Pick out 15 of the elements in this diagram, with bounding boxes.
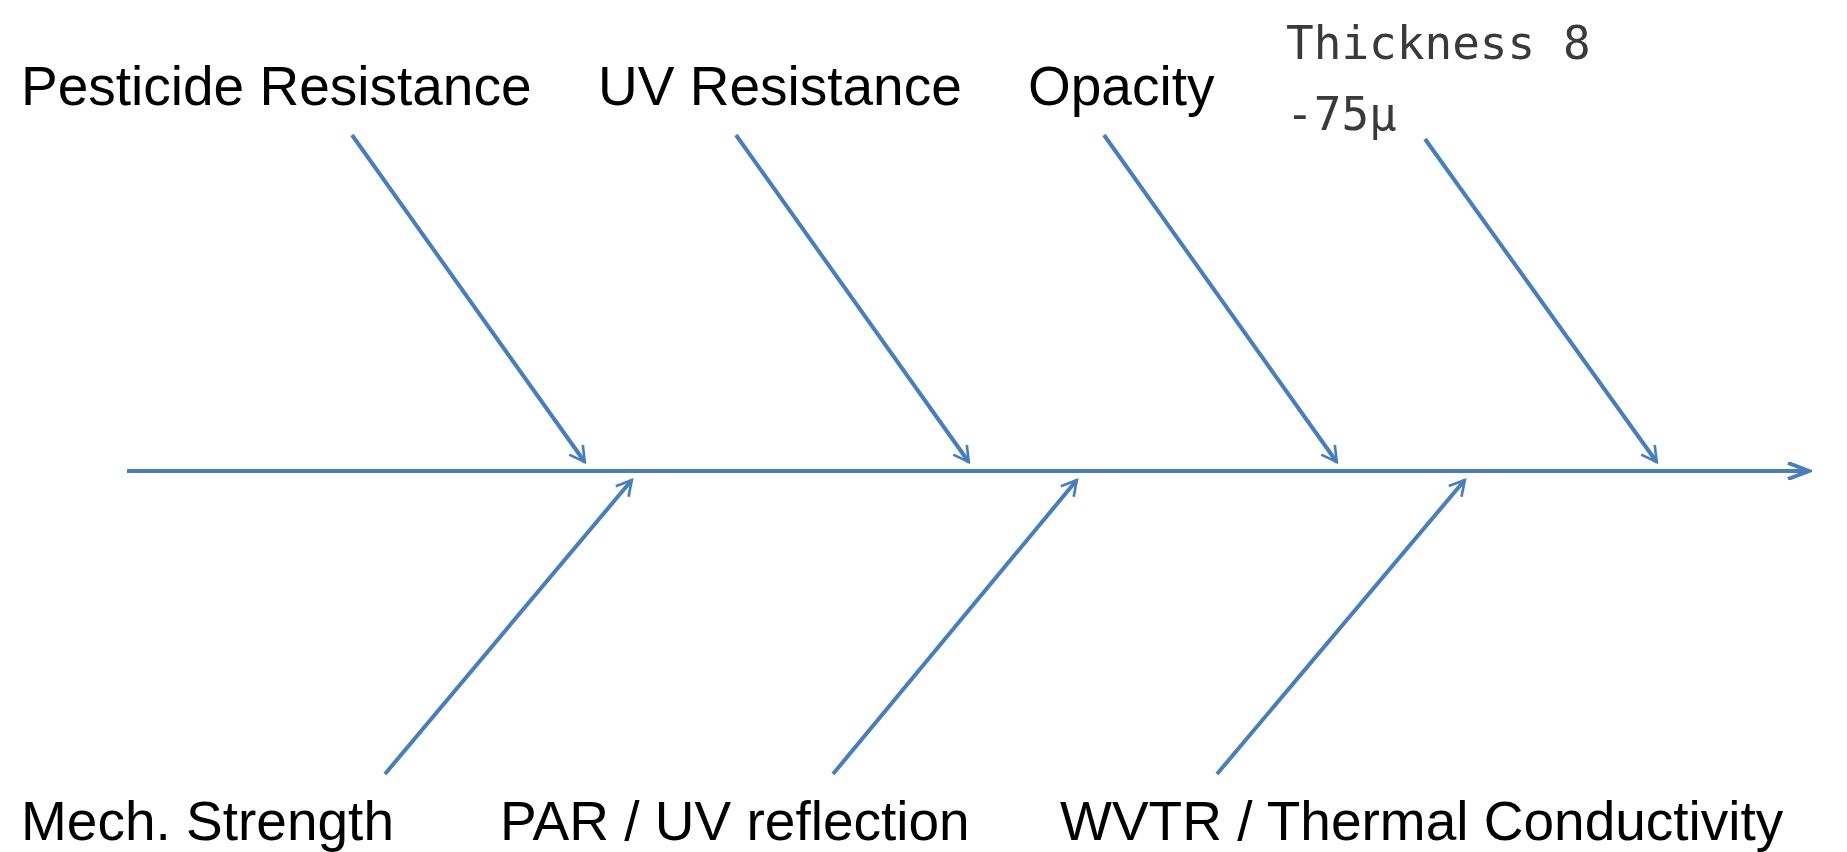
branch-label: UV Resistance xyxy=(598,56,962,117)
branch-arrow xyxy=(734,133,971,464)
branch-label: Pesticide Resistance xyxy=(21,56,532,117)
branch-label: Mech. Strength xyxy=(21,791,394,852)
branch-arrow xyxy=(383,478,634,776)
branch-arrow xyxy=(1423,137,1659,464)
branch-arrow xyxy=(1215,478,1467,776)
branch-arrow xyxy=(1102,133,1339,464)
branch-label: PAR / UV reflection xyxy=(500,791,970,852)
branch-label: WVTR / Thermal Conductivity xyxy=(1060,791,1784,852)
branch-arrow xyxy=(350,133,587,464)
branch-arrow xyxy=(831,478,1079,776)
branch-label: Thickness 8 -75μ xyxy=(1286,8,1716,151)
branch-label: Opacity xyxy=(1028,56,1215,117)
spine-arrow xyxy=(127,462,1812,480)
